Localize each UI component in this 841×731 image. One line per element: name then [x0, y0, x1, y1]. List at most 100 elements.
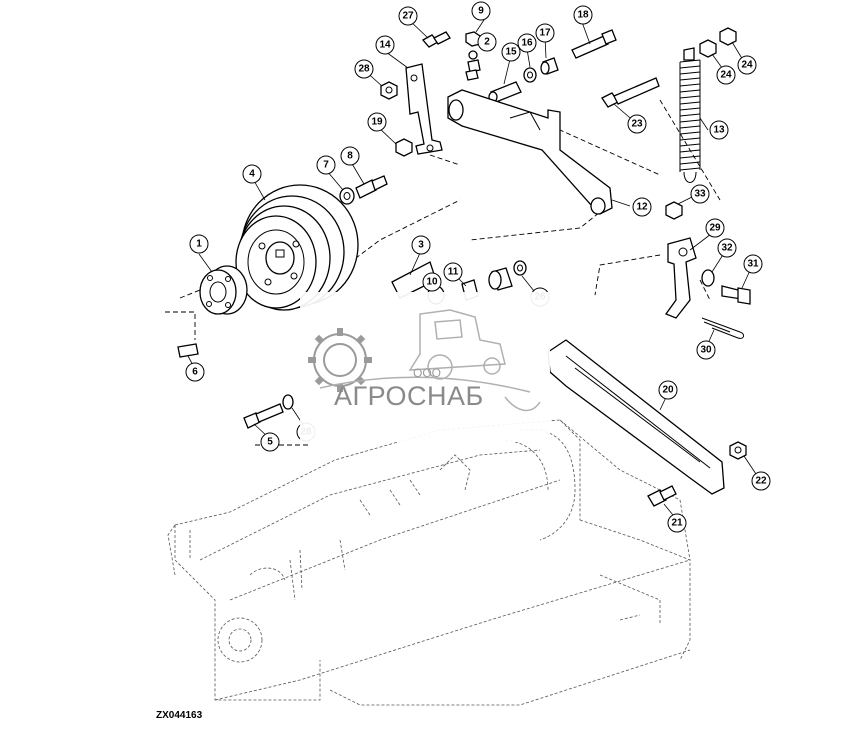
watermark-prefix: ООО [413, 366, 442, 380]
bolt-part-21[interactable] [647, 485, 677, 507]
nut-part-22[interactable] [729, 441, 747, 460]
svg-text:33: 33 [694, 189, 706, 200]
callout-7: 7 [316, 155, 336, 175]
svg-text:14: 14 [379, 40, 391, 51]
svg-text:28: 28 [358, 64, 370, 75]
callout-17: 17 [535, 23, 555, 43]
spring-part-13[interactable] [679, 47, 701, 183]
pulley-part-4[interactable] [235, 184, 359, 311]
svg-text:9: 9 [478, 6, 484, 17]
svg-text:16: 16 [521, 38, 533, 49]
washer-part-7[interactable] [339, 187, 355, 205]
callout-8: 8 [340, 146, 360, 166]
bolt-part-27[interactable] [421, 31, 451, 48]
machine-frame [167, 419, 691, 706]
figure-code: ZX044163 [156, 710, 203, 721]
callout-11: 11 [443, 262, 463, 282]
svg-text:18: 18 [577, 10, 589, 21]
callout-31: 31 [743, 254, 763, 274]
grease-fitting-part-9[interactable] [465, 31, 481, 81]
callout-6: 6 [185, 362, 205, 382]
svg-text:20: 20 [662, 385, 674, 396]
svg-text:2: 2 [484, 37, 490, 48]
svg-text:13: 13 [713, 125, 725, 136]
callout-13: 13 [709, 120, 729, 140]
nut-part-28[interactable] [380, 81, 398, 100]
washer-part-28-lower[interactable] [282, 394, 294, 410]
key-part-6[interactable] [177, 343, 199, 358]
svg-text:1: 1 [196, 239, 202, 250]
svg-text:29: 29 [709, 223, 721, 234]
callout-24a: 24 [716, 65, 736, 85]
callout-30: 30 [696, 340, 716, 360]
callout-2: 2 [477, 32, 497, 52]
bolt-part-5[interactable] [243, 403, 284, 429]
svg-text:24: 24 [720, 70, 732, 81]
bushing-part-25[interactable] [488, 267, 513, 291]
svg-text:5: 5 [267, 437, 273, 448]
callout-33: 33 [690, 184, 710, 204]
callout-5: 5 [260, 432, 280, 452]
callout-32: 32 [717, 238, 737, 258]
watermark-company-name: АГРОСНАБ [334, 381, 484, 411]
callout-21: 21 [667, 513, 687, 533]
callout-29: 29 [705, 218, 725, 238]
bracket-part-29[interactable] [664, 237, 697, 319]
callout-20: 20 [658, 380, 678, 400]
bracket-part-14[interactable] [405, 63, 443, 155]
callout-1: 1 [189, 234, 209, 254]
svg-text:23: 23 [631, 119, 643, 130]
bolt-part-8[interactable] [355, 175, 388, 199]
callout-14: 14 [375, 35, 395, 55]
svg-text:3: 3 [418, 240, 424, 251]
guide-part-20[interactable] [547, 339, 725, 495]
watermark-backdrop [300, 292, 550, 442]
nut-part-33[interactable] [665, 201, 683, 220]
callout-23: 23 [627, 114, 647, 134]
callout-10: 10 [422, 272, 442, 292]
callout-22: 22 [751, 471, 771, 491]
hub-part-1[interactable] [199, 265, 248, 315]
svg-text:31: 31 [747, 259, 759, 270]
nut-part-24b[interactable] [719, 27, 737, 46]
bushing-part-32[interactable] [701, 269, 715, 287]
svg-text:22: 22 [755, 476, 767, 487]
callout-15: 15 [501, 42, 521, 62]
callout-19: 19 [367, 112, 387, 132]
svg-text:12: 12 [636, 202, 648, 213]
svg-text:6: 6 [192, 367, 198, 378]
bolt-part-31[interactable] [721, 285, 751, 305]
svg-text:7: 7 [323, 160, 329, 171]
svg-text:19: 19 [371, 117, 383, 128]
svg-text:32: 32 [721, 243, 733, 254]
svg-text:10: 10 [426, 277, 438, 288]
bolt-part-18[interactable] [571, 29, 617, 59]
svg-text:4: 4 [249, 169, 255, 180]
callout-9: 9 [471, 1, 491, 21]
callout-27: 27 [398, 6, 418, 26]
bushing-part-17[interactable] [540, 57, 559, 75]
washer-part-26[interactable] [513, 260, 527, 276]
callout-12: 12 [632, 197, 652, 217]
pin-part-15[interactable] [488, 81, 522, 103]
svg-text:30: 30 [700, 345, 712, 356]
bolt-part-23[interactable] [601, 77, 660, 108]
spring-pin-part-30[interactable] [701, 317, 745, 339]
callout-3: 3 [411, 235, 431, 255]
svg-text:11: 11 [448, 267, 459, 278]
svg-text:27: 27 [402, 11, 414, 22]
svg-text:15: 15 [505, 47, 517, 58]
svg-text:21: 21 [671, 518, 683, 529]
callout-28: 28 [354, 59, 374, 79]
svg-text:24: 24 [741, 60, 753, 71]
callout-18: 18 [573, 5, 593, 25]
bushing-part-16[interactable] [523, 67, 537, 83]
svg-text:8: 8 [347, 151, 353, 162]
callout-4: 4 [242, 164, 262, 184]
svg-text:17: 17 [539, 28, 551, 39]
watermark-logo-icon [308, 309, 541, 412]
nut-part-19[interactable] [395, 138, 413, 157]
nut-part-24a[interactable] [699, 39, 717, 58]
tensioner-arm-part-12[interactable] [447, 89, 613, 215]
